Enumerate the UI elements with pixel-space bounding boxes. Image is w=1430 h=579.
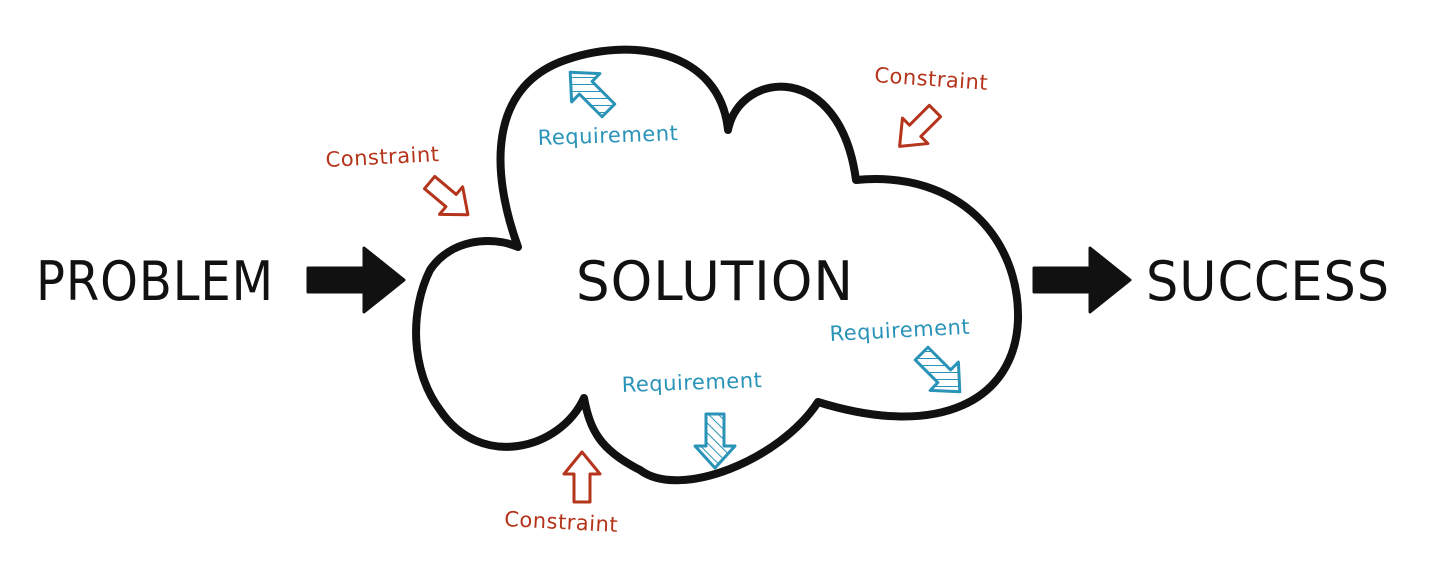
problem-label: PROBLEM xyxy=(36,250,274,313)
requirement-label-top: Requirement xyxy=(537,121,678,150)
solution-cloud xyxy=(412,45,1023,485)
requirement-label-bottom: Requirement xyxy=(621,368,762,397)
solution-label: SOLUTION xyxy=(576,250,854,313)
requirement-arrow-bottom xyxy=(693,412,737,470)
success-label: SUCCESS xyxy=(1146,250,1390,313)
constraint-arrow-bottom xyxy=(562,450,602,504)
solution-to-success-arrow xyxy=(1032,246,1132,314)
requirement-arrow-right xyxy=(913,345,962,394)
problem-to-solution-arrow xyxy=(306,246,406,314)
constraint-arrow-left xyxy=(422,174,470,217)
requirement-label-right: Requirement xyxy=(829,315,971,346)
requirement-arrow-top xyxy=(568,70,617,119)
constraint-label-left: Constraint xyxy=(325,142,440,172)
constraint-label-top-right: Constraint xyxy=(874,63,989,95)
constraint-label-bottom: Constraint xyxy=(504,507,619,537)
constraint-arrow-top-right xyxy=(898,103,943,148)
